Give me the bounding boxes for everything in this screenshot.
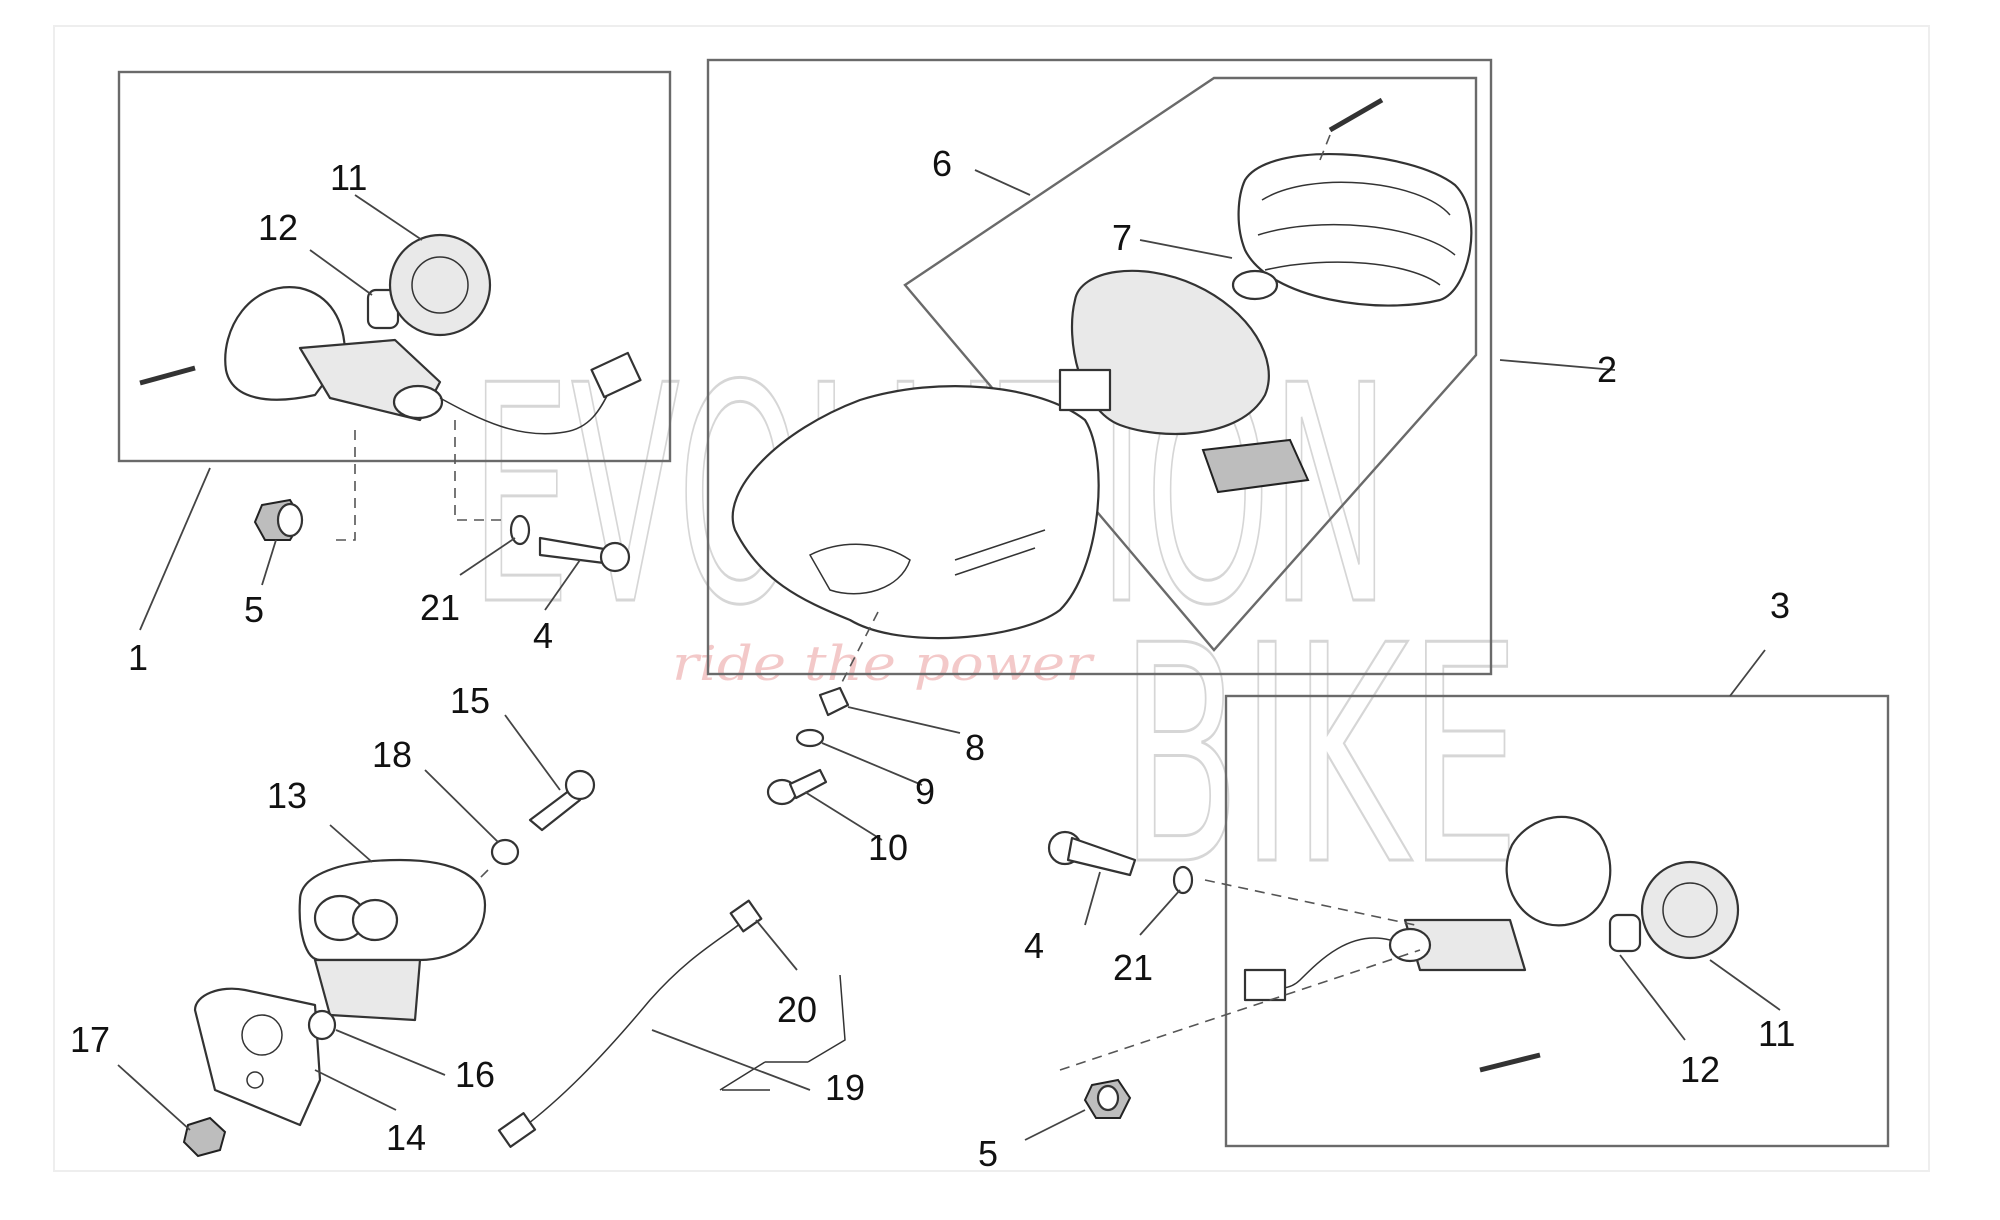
screw-4-right bbox=[1047, 830, 1137, 877]
lamp-socket bbox=[1058, 368, 1112, 412]
bulb-12-right bbox=[1608, 913, 1642, 953]
callout-4-left: 4 bbox=[533, 615, 553, 656]
group-frame-rear-right-indicator bbox=[1224, 694, 1890, 1148]
callout-6: 6 bbox=[932, 143, 952, 184]
lamp-socket-20 bbox=[729, 899, 763, 933]
dash-tail-to-8 bbox=[837, 611, 879, 691]
bracket-14 bbox=[193, 987, 322, 1127]
dash-right-b bbox=[1059, 949, 1421, 1071]
callout-14: 14 bbox=[386, 1117, 426, 1158]
reflector bbox=[1201, 438, 1310, 494]
callout-12-left: 12 bbox=[258, 207, 298, 248]
leader-lines bbox=[117, 169, 1781, 1141]
tail-light-lens bbox=[1237, 153, 1473, 307]
indicator-cable-left bbox=[439, 389, 611, 435]
bulb-holder-11-right bbox=[1640, 860, 1740, 960]
connector-left bbox=[590, 351, 642, 399]
lens-screw bbox=[1328, 97, 1384, 133]
indicator-lens-right bbox=[1505, 815, 1612, 927]
plate-light-assembly bbox=[182, 769, 846, 1158]
harness-connector bbox=[497, 1112, 537, 1148]
dash-left-a bbox=[336, 430, 356, 541]
callout-7: 7 bbox=[1112, 217, 1132, 258]
wiring-harness-19 bbox=[519, 919, 746, 1131]
group-frame-tail-light bbox=[706, 58, 1493, 676]
callout-12-right: 12 bbox=[1680, 1049, 1720, 1090]
dash-right-a bbox=[1204, 879, 1416, 926]
group-frame-front-left-indicator bbox=[117, 70, 672, 463]
nut-5-right bbox=[1083, 1078, 1132, 1119]
callout-15: 15 bbox=[450, 680, 490, 721]
bush-8 bbox=[818, 686, 850, 717]
callout-9: 9 bbox=[915, 771, 935, 812]
rear-right-indicator-assembly bbox=[1059, 815, 1740, 1073]
callout-10: 10 bbox=[868, 827, 908, 868]
brace-19 bbox=[719, 974, 846, 1091]
dash-lens-screw bbox=[1319, 134, 1331, 161]
dash-15-18 bbox=[477, 869, 489, 881]
callout-numbers: 1 2 3 4 4 5 5 6 7 8 9 10 11 11 12 12 13 … bbox=[70, 143, 1795, 1174]
indicator-mount-left bbox=[392, 384, 444, 420]
spacer-16 bbox=[307, 1009, 337, 1041]
callout-21-right: 21 bbox=[1113, 947, 1153, 988]
screw-4-left bbox=[538, 536, 631, 573]
plate-light-base bbox=[313, 958, 422, 1022]
callout-5-right: 5 bbox=[978, 1133, 998, 1174]
callout-11-left: 11 bbox=[330, 157, 367, 198]
nut-17 bbox=[182, 1116, 227, 1158]
callout-21-left: 21 bbox=[420, 587, 460, 628]
callout-1: 1 bbox=[128, 637, 148, 678]
bulb-7 bbox=[1231, 269, 1279, 301]
connector-right bbox=[1243, 968, 1287, 1002]
outer-frame bbox=[53, 25, 1930, 1172]
callout-2: 2 bbox=[1597, 349, 1617, 390]
callout-18: 18 bbox=[372, 734, 412, 775]
group-frame-lamp-unit bbox=[903, 76, 1478, 652]
screw-left bbox=[139, 365, 196, 386]
screw-10 bbox=[766, 768, 828, 806]
screw-right bbox=[1479, 1052, 1541, 1073]
callout-20: 20 bbox=[777, 989, 817, 1030]
callout-11-right: 11 bbox=[1758, 1013, 1795, 1054]
bulb-holder-11-left bbox=[388, 233, 492, 337]
callout-17: 17 bbox=[70, 1019, 110, 1060]
callout-19: 19 bbox=[825, 1067, 865, 1108]
washer-18 bbox=[490, 838, 520, 866]
callout-5-left: 5 bbox=[244, 589, 264, 630]
callout-4-right: 4 bbox=[1024, 925, 1044, 966]
callout-8: 8 bbox=[965, 727, 985, 768]
tail-light-cover bbox=[731, 385, 1100, 640]
callout-13: 13 bbox=[267, 775, 307, 816]
washer-9 bbox=[795, 728, 825, 748]
callout-3: 3 bbox=[1770, 585, 1790, 626]
nut-5-left bbox=[253, 498, 304, 541]
washer-21-right bbox=[1172, 865, 1194, 895]
tail-light-assembly bbox=[731, 97, 1473, 691]
callout-16: 16 bbox=[455, 1054, 495, 1095]
indicator-mount-right bbox=[1388, 927, 1432, 963]
washer-21-left bbox=[509, 514, 531, 546]
watermark-tagline: ride the power bbox=[672, 636, 1096, 692]
front-left-indicator-assembly bbox=[139, 233, 642, 541]
